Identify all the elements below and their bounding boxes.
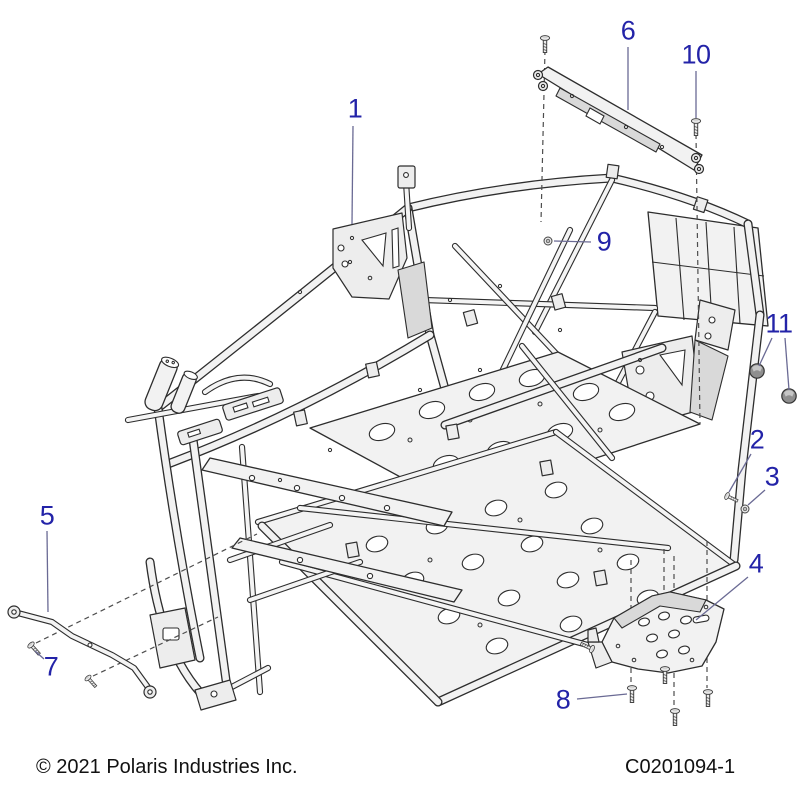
callout-9: 9 bbox=[596, 226, 612, 257]
front-tube-stub bbox=[144, 356, 180, 412]
weld-holes bbox=[277, 259, 643, 483]
screw-part-10 bbox=[690, 118, 702, 136]
screw-brace-2 bbox=[83, 673, 99, 690]
callout-6: 6 bbox=[620, 15, 636, 46]
leader-line-8 bbox=[576, 693, 628, 700]
part-code-text: C0201094-1 bbox=[625, 756, 736, 778]
leader-line-1 bbox=[351, 125, 354, 225]
callout-7: 7 bbox=[43, 651, 59, 682]
front-slotted-plate-2 bbox=[177, 418, 223, 446]
callout-11: 11 bbox=[765, 308, 793, 339]
screw-part-6 bbox=[539, 35, 551, 53]
leader-line-11 bbox=[784, 337, 790, 391]
part-6-upper-bracket bbox=[532, 66, 705, 175]
callout-8: 8 bbox=[555, 684, 571, 715]
nut-part-3 bbox=[740, 504, 750, 514]
screw-skid-4 bbox=[702, 689, 714, 707]
screw-part-7 bbox=[26, 640, 43, 658]
screw-part-8 bbox=[626, 685, 638, 703]
leader-line-5 bbox=[46, 530, 49, 613]
nut-part-9 bbox=[543, 236, 553, 246]
leader-line-7 bbox=[34, 650, 45, 660]
steering-support-bar bbox=[201, 457, 463, 603]
callout-1: 1 bbox=[347, 93, 363, 124]
front-tube-stub-2 bbox=[170, 370, 198, 414]
screw-skid-3 bbox=[669, 708, 681, 726]
screw-skid-2 bbox=[659, 666, 671, 684]
tube-brackets bbox=[293, 163, 709, 587]
callout-leader-lines bbox=[34, 47, 790, 700]
front-fascia bbox=[149, 607, 237, 711]
front-slotted-plate bbox=[222, 387, 284, 421]
part-11-caps bbox=[749, 363, 797, 404]
leader-line-11 bbox=[758, 337, 773, 367]
leader-line-4 bbox=[695, 576, 749, 621]
callout-2: 2 bbox=[749, 424, 765, 455]
leader-line-9 bbox=[553, 240, 592, 243]
callout-10: 10 bbox=[681, 39, 711, 70]
callout-4: 4 bbox=[748, 548, 764, 579]
leader-line-2 bbox=[728, 453, 752, 493]
callout-5: 5 bbox=[39, 500, 55, 531]
callout-3: 3 bbox=[764, 461, 780, 492]
copyright-text: © 2021 Polaris Industries Inc. bbox=[36, 756, 298, 778]
part-5-front-brace bbox=[7, 605, 157, 699]
leader-line-3 bbox=[747, 489, 766, 506]
main-frame-weldment bbox=[124, 163, 769, 711]
part-4-skid-plate bbox=[587, 591, 725, 674]
front-cab-mount-plate bbox=[332, 165, 433, 339]
